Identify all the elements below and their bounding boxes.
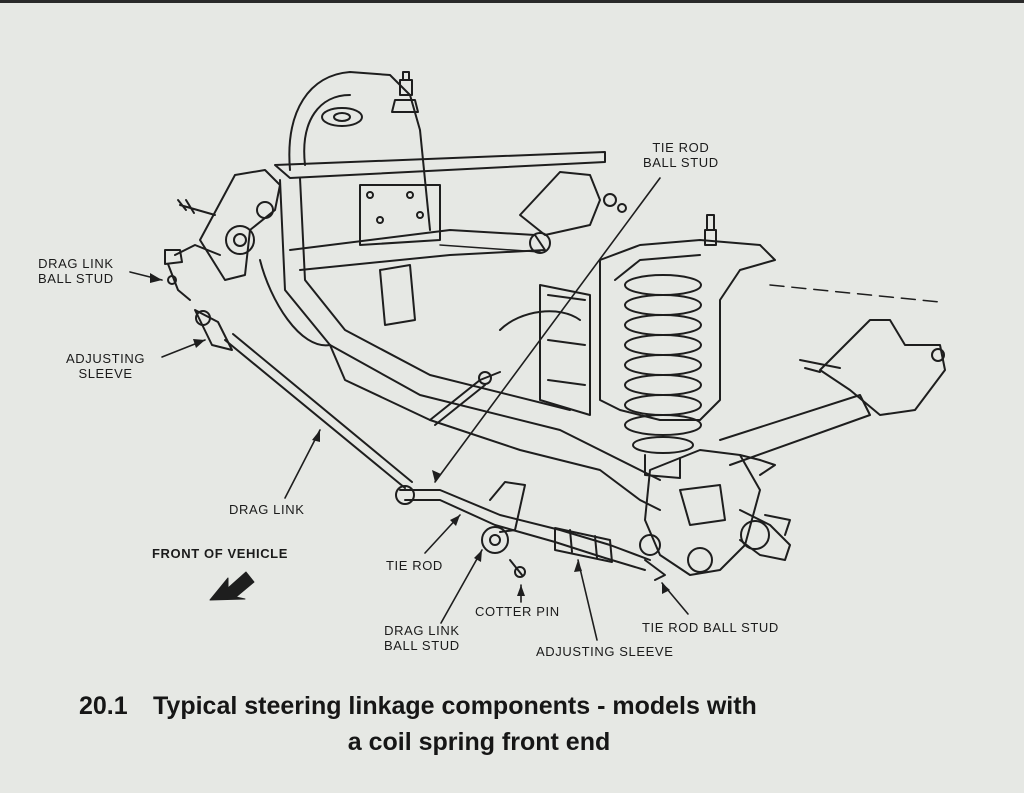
right-steering-knuckle: [644, 449, 791, 576]
label-line: SLEEVE: [78, 366, 133, 381]
label-line: BALL STUD: [38, 271, 114, 286]
label-line: BALL STUD: [384, 638, 460, 653]
label-line: DRAG LINK: [38, 256, 114, 271]
front-direction-arrow-icon: [209, 571, 255, 601]
label-cotter-pin: COTTER PIN: [475, 604, 560, 619]
label-tie-rod-ball-stud-top: TIE ROD BALL STUD: [643, 140, 719, 170]
leader-arrowheads: [150, 273, 670, 596]
label-line: DRAG LINK: [384, 623, 460, 638]
caption-line-2: a coil spring front end: [347, 728, 611, 756]
label-tie-rod-ball-stud-bottom: TIE ROD BALL STUD: [642, 620, 779, 635]
left-spring-tower: [288, 71, 431, 231]
label-drag-link-ball-stud-bottom: DRAG LINK BALL STUD: [384, 623, 460, 653]
label-drag-link-ball-stud-left: DRAG LINK BALL STUD: [38, 256, 114, 286]
crossmember: [259, 151, 661, 511]
label-line: ADJUSTING: [66, 351, 146, 366]
leader-lines: [129, 177, 689, 641]
tie-rod-assembly: [395, 481, 666, 581]
label-adjusting-sleeve-bottom: ADJUSTING SLEEVE: [536, 644, 674, 659]
label-tie-rod: TIE ROD: [386, 558, 443, 573]
figure-number: 20.1: [79, 692, 128, 720]
frame-centerline: [439, 244, 941, 303]
label-line: BALL STUD: [643, 155, 719, 170]
label-drag-link: DRAG LINK: [229, 502, 305, 517]
coil-spring: [599, 214, 776, 479]
label-line: TIE ROD: [652, 140, 710, 155]
steering-center-link: [429, 371, 501, 426]
left-steering-knuckle: [174, 169, 281, 281]
caption-line-1: Typical steering linkage components - mo…: [153, 692, 757, 720]
label-adjusting-sleeve-left: ADJUSTING SLEEVE: [66, 351, 145, 381]
drag-link-rod: [164, 249, 413, 489]
top-border: [0, 0, 1024, 3]
upper-control-arm: [289, 171, 627, 271]
radius-arm: [719, 319, 946, 466]
label-front-of-vehicle: FRONT OF VEHICLE: [152, 546, 288, 561]
